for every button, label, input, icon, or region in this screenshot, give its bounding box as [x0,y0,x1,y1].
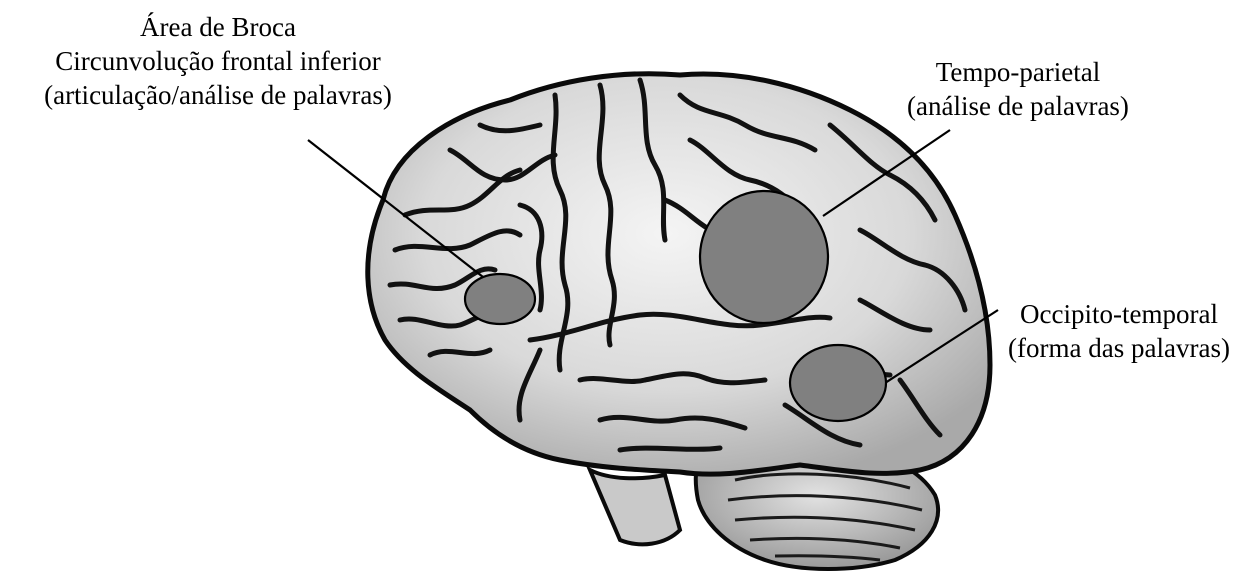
occipito-temporal-label: Occipito-temporal (forma das palavras) [984,297,1254,365]
occipito-temporal-region [790,345,886,421]
broca-label-line-1: Área de Broca [2,10,434,44]
tempo-parietal-region [700,191,828,323]
brain-stem [590,470,680,544]
tempo-parietal-label-line-2: (análise de palavras) [868,89,1168,123]
tempo-parietal-label-line-1: Tempo-parietal [868,55,1168,89]
broca-area-label: Área de Broca Circunvolução frontal infe… [2,10,434,112]
occipito-temporal-label-line-1: Occipito-temporal [984,297,1254,331]
cerebrum [368,74,990,474]
broca-region [465,274,535,324]
tempo-parietal-label: Tempo-parietal (análise de palavras) [868,55,1168,123]
occipito-temporal-label-line-2: (forma das palavras) [984,331,1254,365]
broca-label-line-3: (articulação/análise de palavras) [2,78,434,112]
broca-label-line-2: Circunvolução frontal inferior [2,44,434,78]
